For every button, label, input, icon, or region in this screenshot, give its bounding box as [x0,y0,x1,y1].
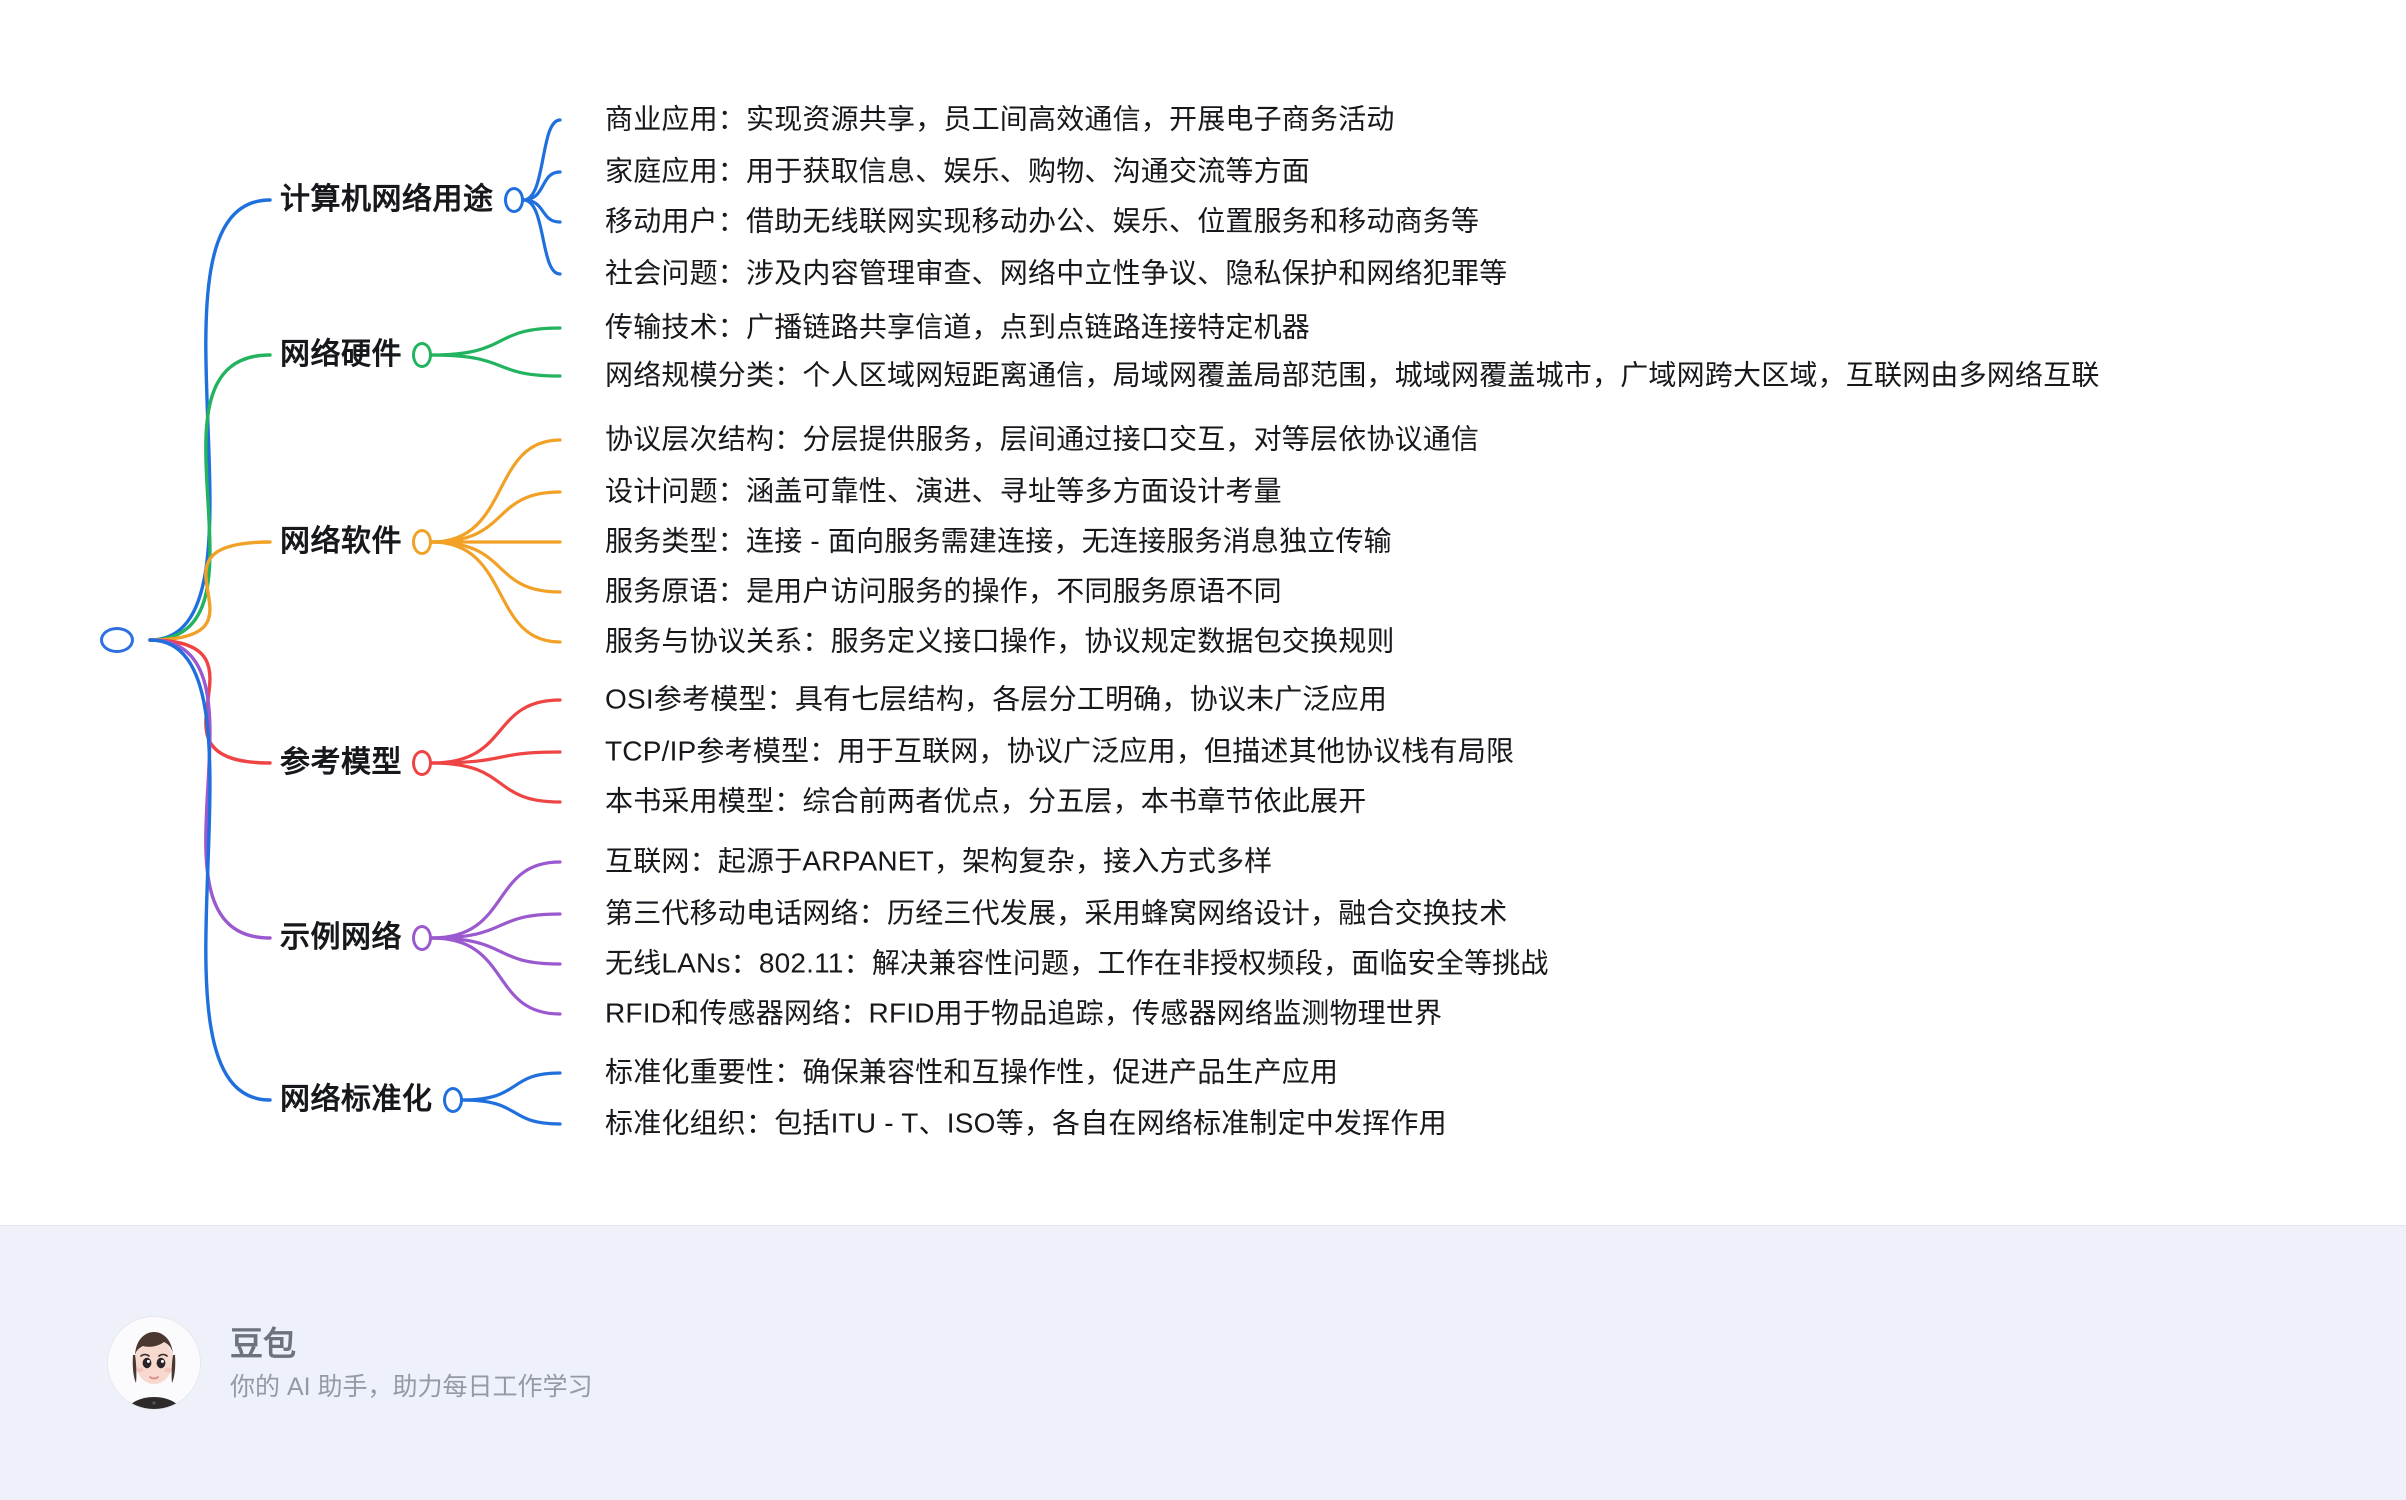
branch-edge [148,540,272,642]
leaf-node[interactable]: 无线LANs：802.11：解决兼容性问题，工作在非授权频段，面临安全等挑战 [605,947,1549,979]
branch-node[interactable]: 参考模型 [280,748,432,778]
branch-edge [148,638,272,1102]
branch-label: 网络硬件 [280,338,402,371]
mindmap-canvas[interactable]: 计算机网络用途网络硬件网络软件参考模型示例网络网络标准化 商业应用：实现资源共享… [0,0,2406,1225]
branch-node-dot[interactable] [412,750,432,776]
leaf-node[interactable]: 网络规模分类：个人区域网短距离通信，局域网覆盖局部范围，城域网覆盖城市，广域网跨… [605,359,2100,391]
leaf-node[interactable]: 服务类型：连接 - 面向服务需建连接，无连接服务消息独立传输 [605,525,1392,557]
branch-label: 网络软件 [280,525,402,558]
leaf-node[interactable]: 服务原语：是用户访问服务的操作，不同服务原语不同 [605,575,1282,607]
footer-tagline: 你的 AI 助手，助力每日工作学习 [230,1373,593,1401]
leaf-node[interactable]: 互联网：起源于ARPANET，架构复杂，接入方式多样 [605,845,1273,877]
leaf-node[interactable]: RFID和传感器网络：RFID用于物品追踪，传感器网络监测物理世界 [605,997,1443,1029]
leaf-edge [521,170,562,202]
leaf-edge [460,1071,562,1102]
branch-node-dot[interactable] [442,1087,463,1113]
leaf-edge [430,936,562,1016]
leaf-node[interactable]: 设计问题：涵盖可靠性、演进、寻址等多方面设计考量 [605,475,1282,507]
leaf-edge [430,438,562,544]
leaf-edge [430,326,562,357]
branch-label: 示例网络 [280,921,402,954]
branch-edge [148,353,272,642]
leaf-edge [521,198,562,276]
branch-node[interactable]: 网络标准化 [280,1085,463,1115]
avatar-illustration [108,1317,200,1409]
leaf-node[interactable]: 传输技术：广播链路共享信道，点到点链路连接特定机器 [605,311,1311,343]
leaf-edge [430,698,562,765]
leaf-edge [521,198,562,224]
leaf-node[interactable]: 本书采用模型：综合前两者优点，分五层，本书章节依此展开 [605,785,1367,817]
footer-app-name: 豆包 [230,1324,296,1362]
branch-label: 参考模型 [280,746,402,779]
branch-edge [148,638,272,940]
leaf-node[interactable]: 商业应用：实现资源共享，员工间高效通信，开展电子商务活动 [605,103,1395,135]
leaf-node[interactable]: 标准化重要性：确保兼容性和互操作性，促进产品生产应用 [605,1056,1339,1088]
leaf-node[interactable]: 服务与协议关系：服务定义接口操作，协议规定数据包交换规则 [605,625,1395,657]
leaf-node[interactable]: TCP/IP参考模型：用于互联网，协议广泛应用，但描述其他协议栈有局限 [605,735,1515,767]
leaf-edge [430,490,562,544]
leaf-edge [430,750,562,765]
leaf-edge [430,540,562,594]
footer-bar: 豆包 你的 AI 助手，助力每日工作学习 [0,1225,2406,1500]
leaf-edge [460,1098,562,1126]
leaf-node[interactable]: 社会问题：涉及内容管理审查、网络中立性争议、隐私保护和网络犯罪等 [605,257,1508,289]
leaf-edge [430,761,562,804]
branch-node[interactable]: 网络软件 [280,527,432,557]
branch-node[interactable]: 示例网络 [280,923,432,953]
root-node[interactable] [100,627,134,653]
leaf-node[interactable]: 协议层次结构：分层提供服务，层间通过接口交互，对等层依协议通信 [605,423,1480,455]
leaf-edge [430,936,562,966]
leaf-node[interactable]: 家庭应用：用于获取信息、娱乐、购物、沟通交流等方面 [605,155,1311,187]
branch-edge [148,198,272,642]
root-node-dot[interactable] [100,627,134,653]
leaf-edge [521,118,562,202]
leaf-edge [430,912,562,940]
leaf-node[interactable]: OSI参考模型：具有七层结构，各层分工明确，协议未广泛应用 [605,683,1388,715]
footer-text: 豆包 你的 AI 助手，助力每日工作学习 [230,1323,593,1404]
leaf-edge [430,860,562,940]
leaf-edge [430,353,562,378]
branch-label: 网络标准化 [280,1083,433,1116]
branch-node-dot[interactable] [503,187,524,213]
branch-node[interactable]: 网络硬件 [280,340,432,370]
branch-node[interactable]: 计算机网络用途 [280,185,524,215]
leaf-node[interactable]: 第三代移动电话网络：历经三代发展，采用蜂窝网络设计，融合交换技术 [605,897,1508,929]
branch-node-dot[interactable] [412,925,432,951]
avatar [108,1317,200,1409]
leaf-edge [430,540,562,644]
branch-edge [148,638,272,765]
branch-node-dot[interactable] [412,529,432,555]
leaf-node[interactable]: 标准化组织：包括ITU - T、ISO等，各自在网络标准制定中发挥作用 [605,1107,1447,1139]
leaf-node[interactable]: 移动用户：借助无线联网实现移动办公、娱乐、位置服务和移动商务等 [605,205,1480,237]
branch-node-dot[interactable] [412,342,432,368]
branch-label: 计算机网络用途 [280,183,494,216]
